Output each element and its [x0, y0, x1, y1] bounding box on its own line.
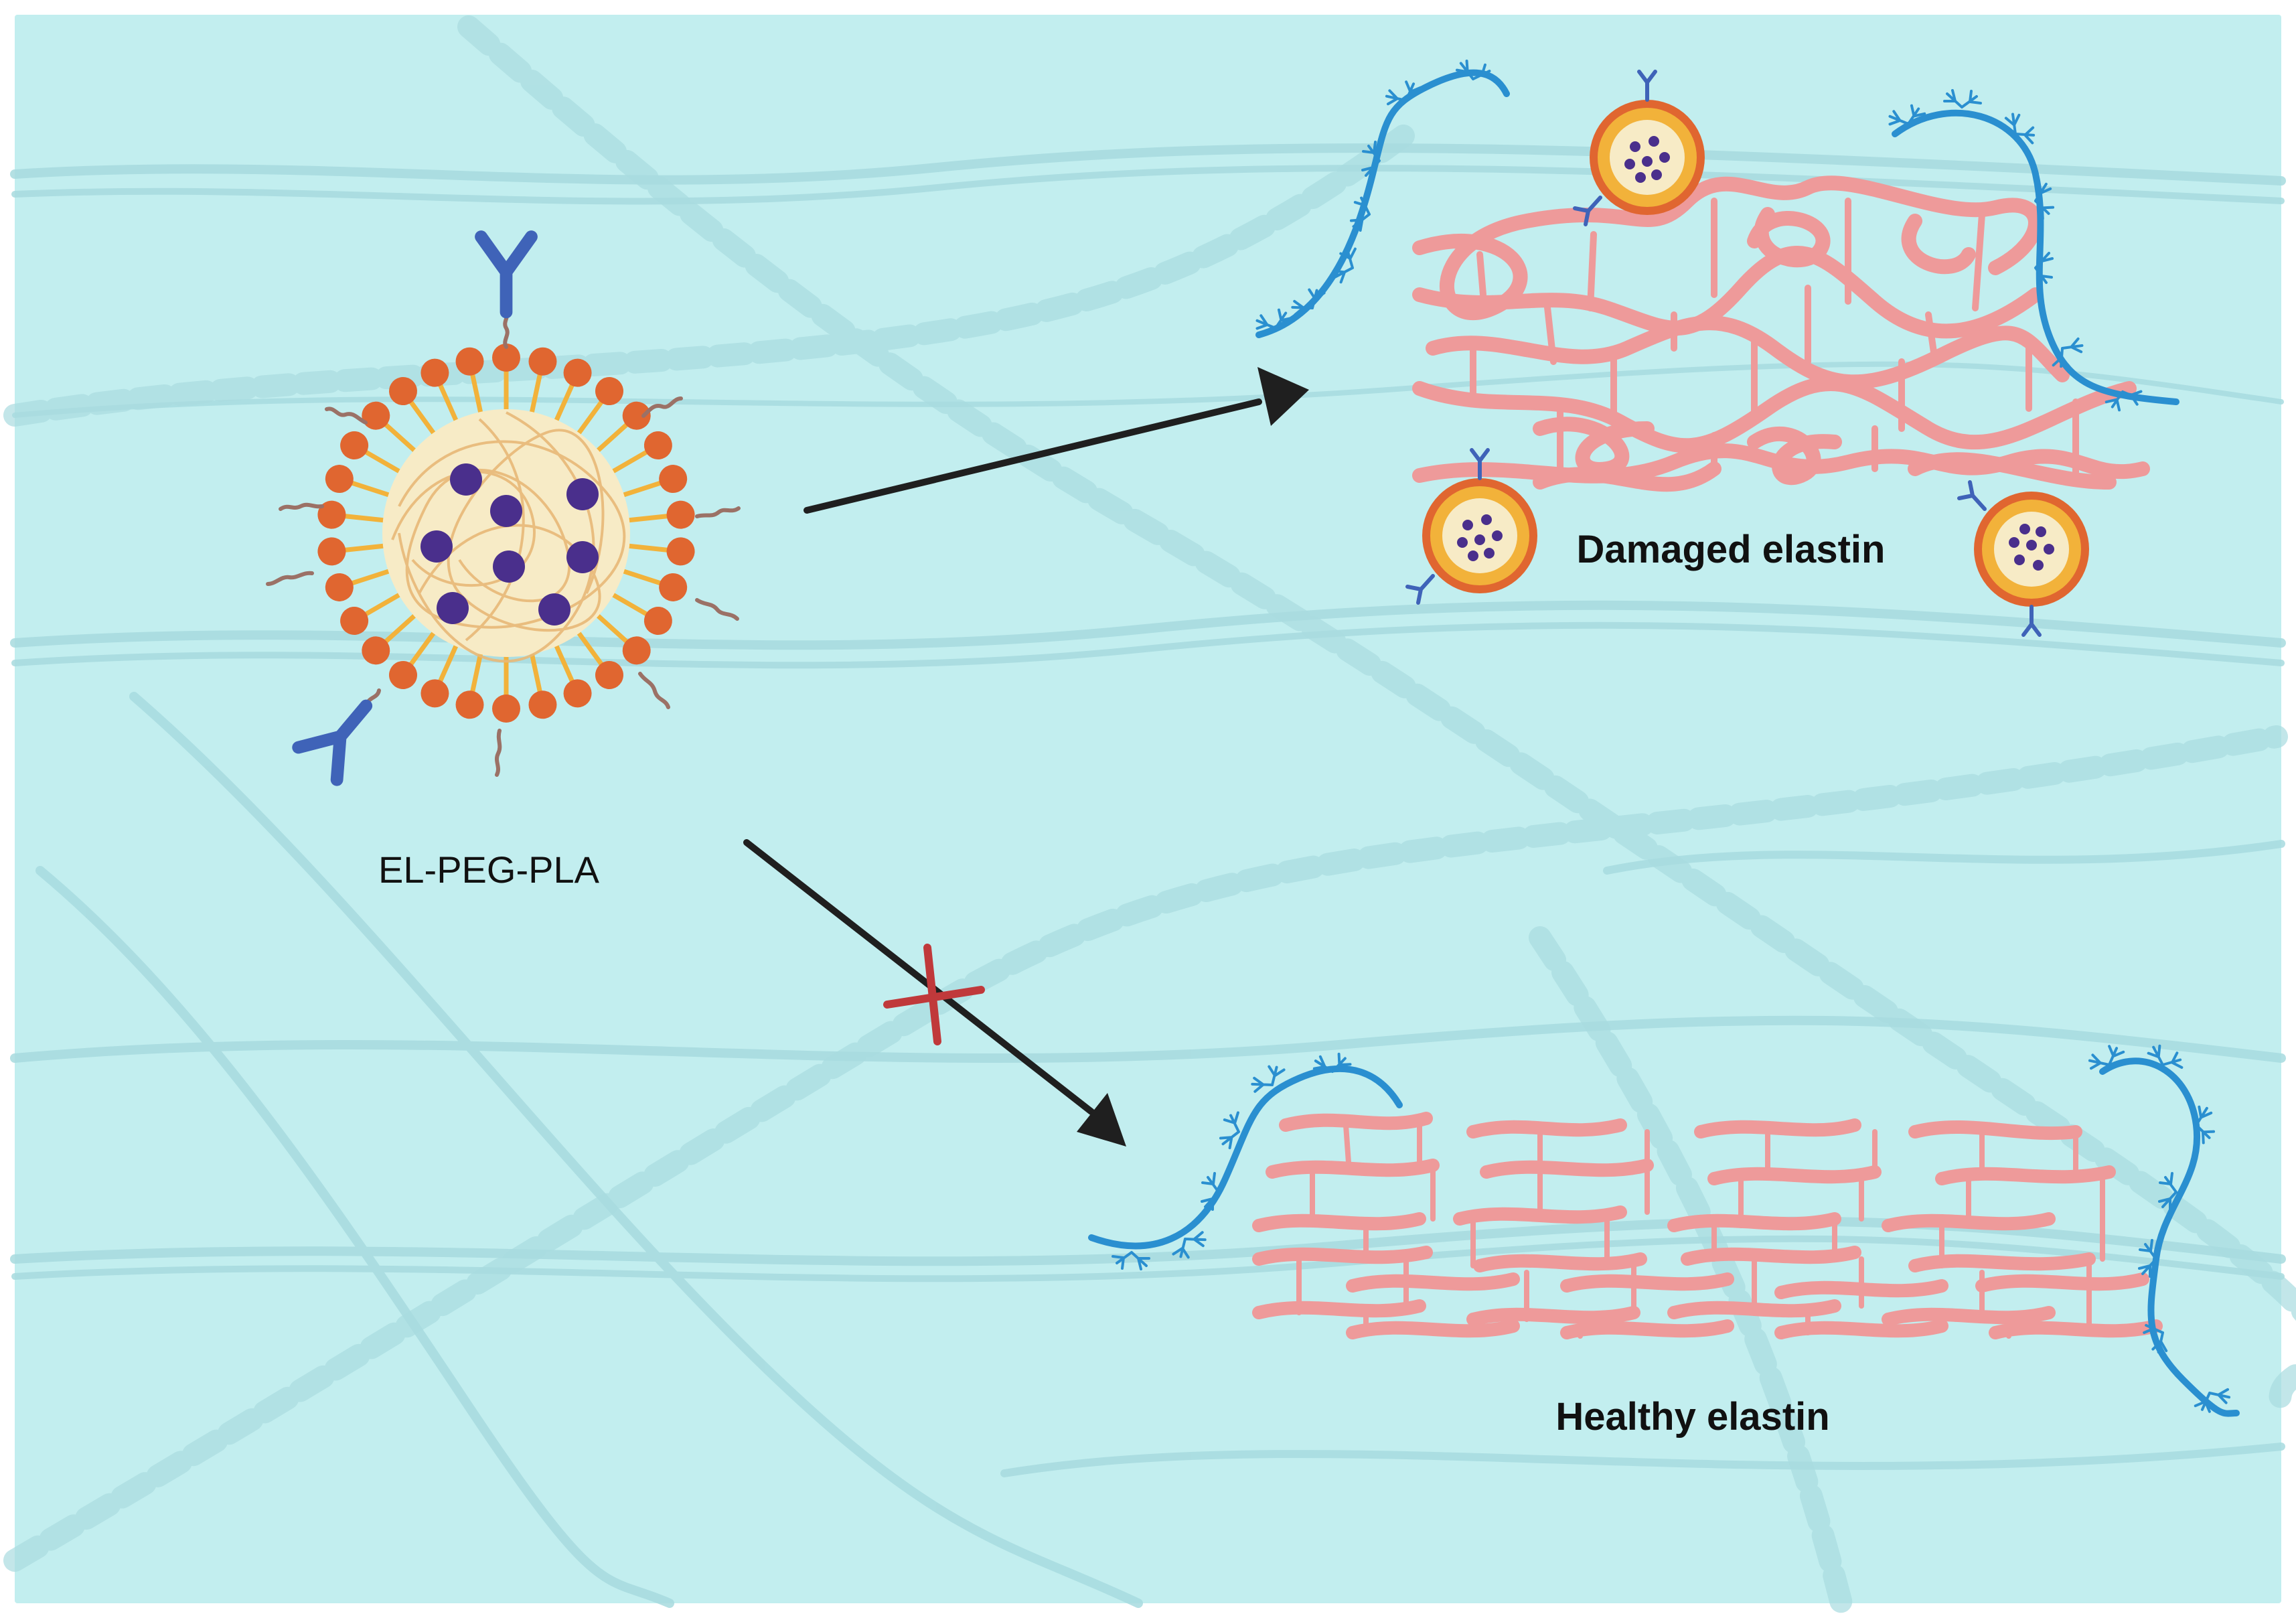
arrow-right-down-icon[interactable] [743, 839, 1126, 1147]
damaged-elastin [1252, 58, 2179, 635]
peg-chains [266, 396, 741, 777]
healthy-elastin-label: Healthy elastin [1555, 1395, 1829, 1439]
drug-molecules [420, 463, 599, 626]
background-panel [15, 15, 2281, 1603]
damaged-elastin-label: Damaged elastin [1577, 528, 1886, 571]
elastin-crosslinks [1296, 1116, 2105, 1339]
fibrillin-microfibril [1252, 58, 1510, 338]
elastin-crosslinks [1470, 198, 2079, 479]
fibrillin-microfibril [1088, 1050, 1403, 1270]
background-beaded-fibrils [3, 15, 2296, 1615]
cross-mark-icon [883, 944, 985, 1045]
elastin-fibers [1252, 1112, 2163, 1339]
antibody-icon [481, 237, 532, 349]
fibrillin-microfibril [1885, 89, 2179, 416]
arrow-right-up-icon[interactable] [803, 367, 1309, 514]
nanoparticle-main [266, 237, 741, 780]
healthy-elastin [1088, 1039, 2240, 1418]
fibrillin-microfibril [2084, 1039, 2240, 1418]
antibody-icon [299, 674, 398, 780]
nanoparticle-label: EL-PEG-PLA [378, 849, 600, 891]
